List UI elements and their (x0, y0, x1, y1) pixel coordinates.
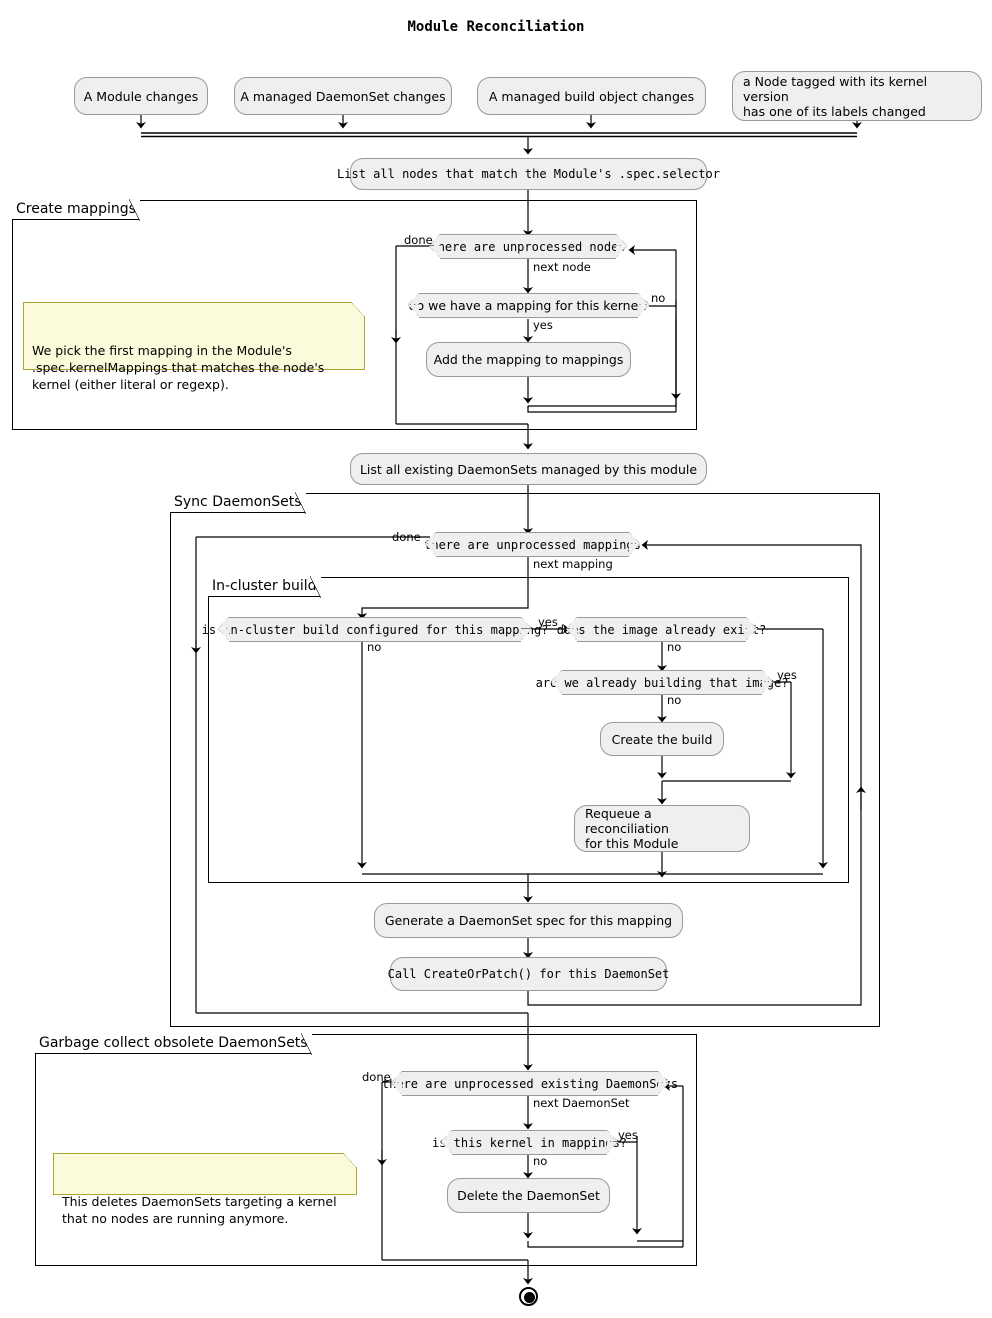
activity-list-daemonsets[interactable]: List all existing DaemonSets managed by … (350, 453, 707, 485)
activity-label: List all nodes that match the Module's .… (337, 166, 720, 181)
hex-right-edge (638, 293, 649, 316)
start-event-daemonset-changes[interactable]: A managed DaemonSet changes (234, 77, 452, 115)
activity-label: Generate a DaemonSet spec for this mappi… (384, 913, 673, 928)
activity-list-nodes[interactable]: List all nodes that match the Module's .… (337, 158, 720, 190)
end-node-inner (524, 1292, 535, 1303)
edge-label-no-image: no (667, 640, 682, 654)
activity-label: Create the build (611, 731, 713, 747)
activity-generate-daemonset-spec[interactable]: Generate a DaemonSet spec for this mappi… (374, 903, 683, 938)
decision-label: is this kernel in mappings? (431, 1135, 628, 1150)
edge-label-next-node: next node (533, 260, 591, 274)
decision-label: there are unprocessed mappings (424, 537, 641, 552)
hex-right-edge (762, 670, 773, 693)
edge-label-yes-building: yes (777, 668, 797, 682)
decision-already-building[interactable]: are we already building that image? (536, 670, 788, 695)
start-event-label: A managed DaemonSet changes (240, 88, 446, 104)
edge-label-no-mapping: no (651, 291, 666, 305)
frame-create-mappings (12, 200, 697, 430)
edge-label-done-existing: done (362, 1070, 391, 1084)
activity-label: Delete the DaemonSet (457, 1188, 600, 1203)
note-text: We pick the first mapping in the Module'… (32, 343, 325, 392)
activity-label: List all existing DaemonSets managed by … (359, 461, 698, 477)
activity-add-mapping[interactable]: Add the mapping to mappings (426, 342, 631, 377)
frame-in-cluster-build-label: In-cluster build (208, 576, 321, 598)
decision-kernel-in-mappings[interactable]: is this kernel in mappings? (432, 1130, 627, 1155)
start-event-label: a Node tagged with its kernel version ha… (743, 73, 928, 119)
edge-label-next-daemonset: next DaemonSet (533, 1096, 630, 1110)
edge-label-no-build: no (367, 640, 382, 654)
edge-label-done-mappings: done (392, 530, 421, 544)
hex-right-edge (607, 1130, 618, 1153)
decision-label: does the image already exist? (556, 622, 767, 637)
note-garbage-collect: This deletes DaemonSets targeting a kern… (53, 1153, 357, 1226)
start-event-module-changes[interactable]: A Module changes (74, 77, 208, 115)
note-text: This deletes DaemonSets targeting a kern… (62, 1194, 337, 1226)
edge-label-no-building: no (667, 693, 682, 707)
start-event-label: A managed build object changes (488, 88, 695, 104)
hex-right-edge (616, 234, 627, 257)
activity-requeue-reconciliation[interactable]: Requeue a reconciliation for this Module (574, 805, 750, 852)
frame-garbage-collect (35, 1034, 697, 1266)
activity-create-build[interactable]: Create the build (600, 722, 724, 756)
edge-label-no-kernel: no (533, 1154, 548, 1168)
hex-left-edge (566, 617, 577, 640)
end-node (519, 1287, 538, 1306)
decision-label: there are unprocessed existing DaemonSet… (381, 1076, 679, 1091)
frame-sync-daemonsets (170, 493, 880, 1027)
frame-garbage-collect-label: Garbage collect obsolete DaemonSets (35, 1033, 312, 1055)
hex-right-edge (629, 532, 640, 555)
edge-label-yes-mapping: yes (533, 318, 553, 332)
decision-label: is in-cluster build configured for this … (201, 622, 549, 637)
hex-left-edge (391, 1071, 402, 1094)
frame-sync-daemonsets-label: Sync DaemonSets (170, 492, 306, 514)
start-event-build-object-changes[interactable]: A managed build object changes (477, 77, 706, 115)
activity-label: Requeue a reconciliation for this Module (585, 806, 679, 851)
decision-label: are we already building that image? (535, 675, 789, 690)
decision-unprocessed-existing-daemonsets[interactable]: there are unprocessed existing DaemonSet… (382, 1071, 678, 1096)
decision-label: do we have a mapping for this kernel? (408, 298, 649, 313)
hex-left-edge (429, 234, 440, 257)
start-event-node-labels-changed[interactable]: a Node tagged with its kernel version ha… (732, 71, 982, 121)
start-event-label: A Module changes (83, 88, 199, 104)
hex-right-edge (746, 617, 757, 640)
hex-right-edge (658, 1071, 669, 1094)
decision-have-mapping[interactable]: do we have a mapping for this kernel? (408, 293, 649, 318)
note-fold-corner (352, 302, 365, 316)
activity-delete-daemonset[interactable]: Delete the DaemonSet (447, 1178, 610, 1213)
activity-create-or-patch[interactable]: Call CreateOrPatch() for this DaemonSet (387, 957, 670, 991)
hex-right-edge (521, 617, 532, 640)
hex-left-edge (408, 293, 419, 316)
decision-label: there are unprocessed nodes (430, 239, 626, 254)
note-fold-corner (344, 1153, 357, 1167)
frame-create-mappings-label: Create mappings (12, 199, 140, 221)
edge-label-yes-kernel: yes (618, 1128, 638, 1142)
decision-in-cluster-build[interactable]: is in-cluster build configured for this … (202, 617, 548, 642)
edge-label-done-nodes: done (404, 233, 433, 247)
hex-left-edge (551, 670, 562, 693)
decision-unprocessed-mappings[interactable]: there are unprocessed mappings (424, 532, 641, 557)
edge-label-next-mapping: next mapping (533, 557, 613, 571)
frame-in-cluster-build (208, 577, 849, 883)
decision-image-exists[interactable]: does the image already exist? (557, 617, 766, 642)
decision-unprocessed-nodes[interactable]: there are unprocessed nodes (429, 234, 627, 259)
hex-left-edge (425, 532, 436, 555)
diagram-title: Module Reconciliation (407, 19, 585, 35)
activity-label: Add the mapping to mappings (433, 352, 624, 367)
hex-left-edge (218, 617, 229, 640)
activity-label: Call CreateOrPatch() for this DaemonSet (387, 966, 670, 981)
note-mapping-selection: We pick the first mapping in the Module'… (23, 302, 365, 392)
edge-label-yes-build: yes (538, 615, 558, 629)
hex-left-edge (441, 1130, 452, 1153)
